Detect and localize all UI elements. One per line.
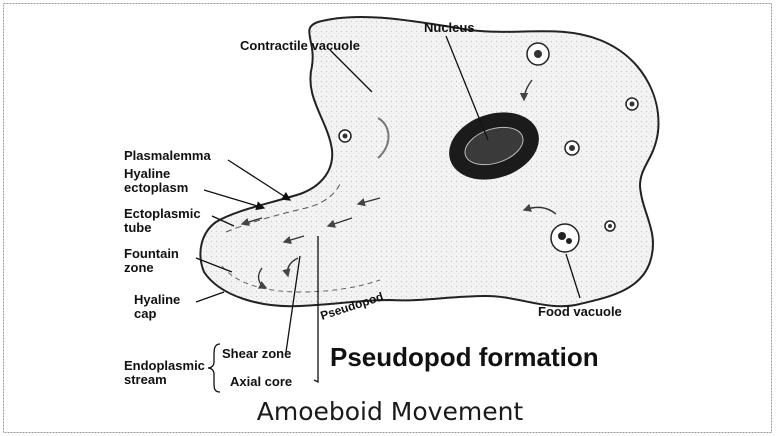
label-contractile-vacuole: Contractile vacuole xyxy=(240,38,360,53)
amoeba-body xyxy=(200,17,658,306)
caption: Amoeboid Movement xyxy=(257,397,524,426)
label-endoplasmic-stream-1: Endoplasmic xyxy=(124,358,205,373)
label-nucleus: Nucleus xyxy=(424,20,475,35)
label-hyaline-cap-2: cap xyxy=(134,306,156,321)
label-fountain-zone-2: zone xyxy=(124,260,154,275)
label-shear-zone: Shear zone xyxy=(222,346,291,361)
label-fountain-zone-1: Fountain xyxy=(124,246,179,261)
leader-hyaline-ectoplasm xyxy=(204,190,264,208)
label-hyaline-ectoplasm-1: Hyaline xyxy=(124,166,170,181)
endoplasmic-bracket xyxy=(208,344,220,392)
label-ectoplasmic-tube-1: Ectoplasmic xyxy=(124,206,201,221)
label-hyaline-ectoplasm-2: ectoplasm xyxy=(124,180,188,195)
label-food-vacuole: Food vacuole xyxy=(538,304,622,319)
label-ectoplasmic-tube-2: tube xyxy=(124,220,151,235)
heading-pseudopod-formation: Pseudopod formation xyxy=(330,342,599,372)
leader-plasmalemma xyxy=(228,160,290,200)
leader-hyaline-cap xyxy=(196,292,224,302)
label-hyaline-cap-1: Hyaline xyxy=(134,292,180,307)
label-axial-core: Axial core xyxy=(230,374,292,389)
label-endoplasmic-stream-2: stream xyxy=(124,372,167,387)
label-plasmalemma: Plasmalemma xyxy=(124,148,211,163)
